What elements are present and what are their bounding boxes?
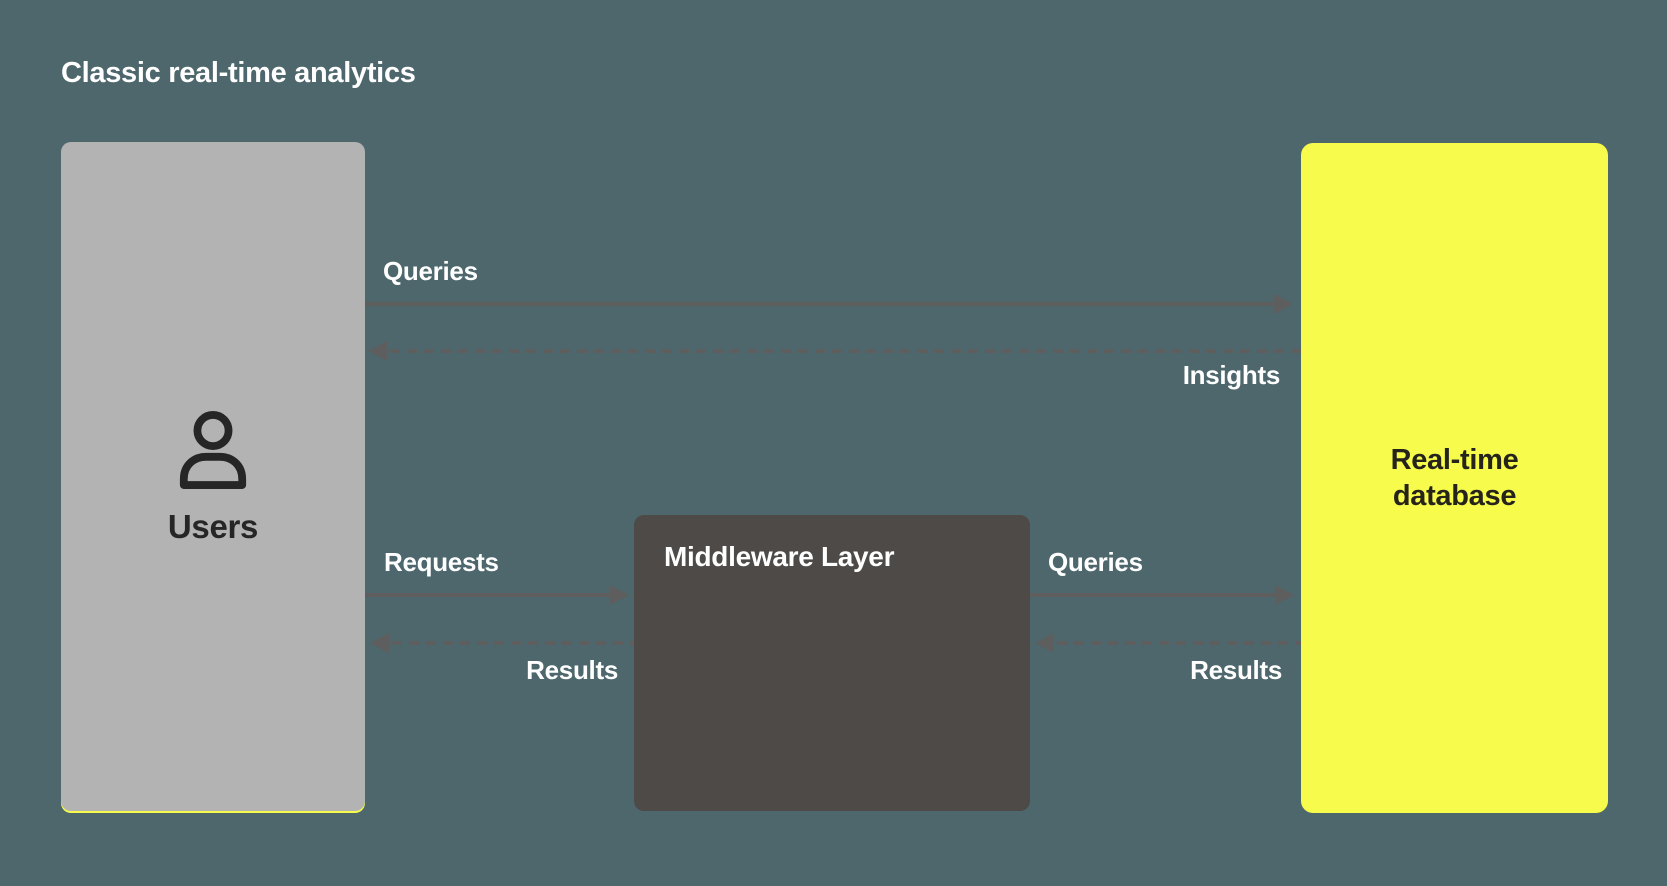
user-icon — [179, 410, 247, 489]
node-database-label-line2: database — [1392, 480, 1517, 512]
node-users: Users — [61, 142, 365, 811]
edge-results-right-label: Results — [1190, 655, 1282, 685]
edge-requests-line — [365, 593, 612, 597]
edge-insights-label: Insights — [1182, 360, 1281, 390]
arrowhead-left-icon — [368, 341, 387, 361]
edge-results-left-label: Results — [526, 655, 618, 685]
edge-insights-line — [390, 349, 1301, 353]
node-database: Real-time database — [1301, 143, 1608, 813]
edge-results-right-line — [1057, 641, 1301, 645]
edge-queries-mid-label: Queries — [1048, 547, 1143, 577]
arrowhead-right-icon — [1275, 585, 1294, 605]
edge-requests-label: Requests — [384, 547, 499, 577]
diagram-title: Classic real-time analytics — [61, 57, 416, 89]
node-middleware: Middleware Layer — [634, 515, 1030, 811]
arrowhead-left-icon — [370, 633, 389, 653]
edge-queries-top-label: Queries — [383, 256, 478, 286]
arrowhead-right-icon — [610, 585, 629, 605]
edge-results-left-line — [392, 641, 634, 645]
arrowhead-left-icon — [1035, 633, 1054, 653]
node-database-label-line1: Real-time — [1390, 444, 1519, 476]
edge-queries-top-line — [365, 302, 1276, 306]
edge-queries-mid-line — [1030, 593, 1277, 597]
node-users-label: Users — [167, 507, 259, 545]
arrowhead-right-icon — [1274, 294, 1293, 314]
node-middleware-label: Middleware Layer — [664, 541, 895, 572]
